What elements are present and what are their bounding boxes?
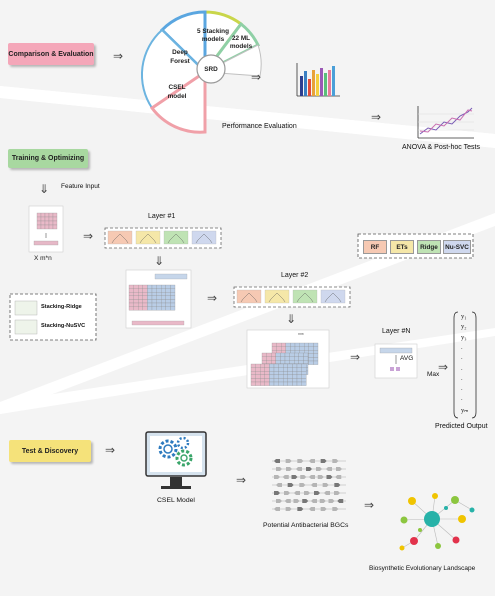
base-model-chip-nu-svc: Nu-SVC <box>443 240 471 254</box>
layer2-label: Layer #2 <box>281 272 309 279</box>
double-arrow-icon: ⇒ <box>113 49 124 63</box>
feature-matrix <box>28 205 64 253</box>
model-fan <box>140 10 262 134</box>
double-arrow-icon: ⇒ <box>105 443 116 457</box>
meta-model-ridge: Stacking-Ridge <box>41 304 82 310</box>
predicted-output-item: . <box>461 354 463 362</box>
anova-line-chart <box>417 106 474 139</box>
divider-2 <box>0 213 495 414</box>
bgc-label: Potential Antibacterial BGCs <box>263 522 349 529</box>
performance-label: Performance Evaluation <box>222 123 297 130</box>
layer1-label: Layer #1 <box>148 213 176 220</box>
performance-bar-chart <box>296 63 340 97</box>
training-band <box>0 98 495 402</box>
predicted-output-label: Predicted Output <box>435 423 488 430</box>
gear-icon <box>158 436 193 467</box>
feature-input-label: Feature Input <box>61 183 100 190</box>
double-arrow-icon: ⇒ <box>438 360 449 374</box>
divider-1 <box>0 86 495 148</box>
predicted-output-item: . <box>461 343 463 351</box>
max-label: Max <box>427 371 440 378</box>
fan-cse: CSEL model <box>167 84 187 100</box>
double-arrow-icon: ⇒ <box>207 291 218 305</box>
double-arrow-icon: ⇒ <box>364 498 375 512</box>
fan-ml: 22 ML models <box>229 35 253 50</box>
double-arrow-icon: ⇒ <box>350 350 361 364</box>
bgc-gene-clusters <box>272 459 346 511</box>
fan-stacking: 5 Stacking models <box>197 28 229 43</box>
double-arrow-icon: ⇒ <box>236 473 247 487</box>
test-band <box>0 328 495 596</box>
predicted-output-item: y₂ <box>461 323 467 331</box>
layerN-label: Layer #N <box>382 328 411 335</box>
double-arrow-icon: ⇒ <box>83 229 94 243</box>
double-arrow-icon: ⇒ <box>251 70 262 84</box>
fan-center: SRD <box>204 65 218 73</box>
fan-deep-forest: Deep Forest <box>170 49 190 65</box>
landscape-label: Biosynthetic Evolutionary Landscape <box>369 565 476 572</box>
anova-label: ANOVA & Post-hoc Tests <box>402 144 480 151</box>
predicted-output-item: yₘ <box>461 406 469 414</box>
predicted-output-item: . <box>461 395 463 403</box>
matrix-label: X m*n <box>34 255 52 262</box>
double-arrow-icon: ⇓ <box>154 254 165 268</box>
csel-model-label: CSEL Model <box>157 497 195 504</box>
predicted-output-item: . <box>461 364 463 372</box>
section-test: Test & Discovery <box>9 440 91 462</box>
avg-label: AVG <box>400 355 414 362</box>
predicted-output-item: y₁ <box>461 313 467 320</box>
network-icon <box>399 493 475 551</box>
double-arrow-icon: ⇒ <box>371 110 382 124</box>
predicted-output-item: . <box>461 385 463 393</box>
double-arrow-icon: ⇓ <box>286 312 297 326</box>
meta-model-nusvc: Stacking-NuSVC <box>41 323 86 329</box>
double-arrow-icon: ⇓ <box>39 182 50 196</box>
ellipsis-label: *** <box>298 333 304 339</box>
section-comparison: Comparison & Evaluation <box>8 43 94 65</box>
base-model-chip-rf: RF <box>363 240 387 254</box>
predicted-output-item: . <box>461 374 463 382</box>
base-model-chip-ets: ETs <box>390 240 414 254</box>
predicted-output-item: y₃ <box>461 333 467 341</box>
section-training: Training & Optimizing <box>8 149 88 168</box>
base-model-chip-ridge: Ridge <box>417 240 441 254</box>
